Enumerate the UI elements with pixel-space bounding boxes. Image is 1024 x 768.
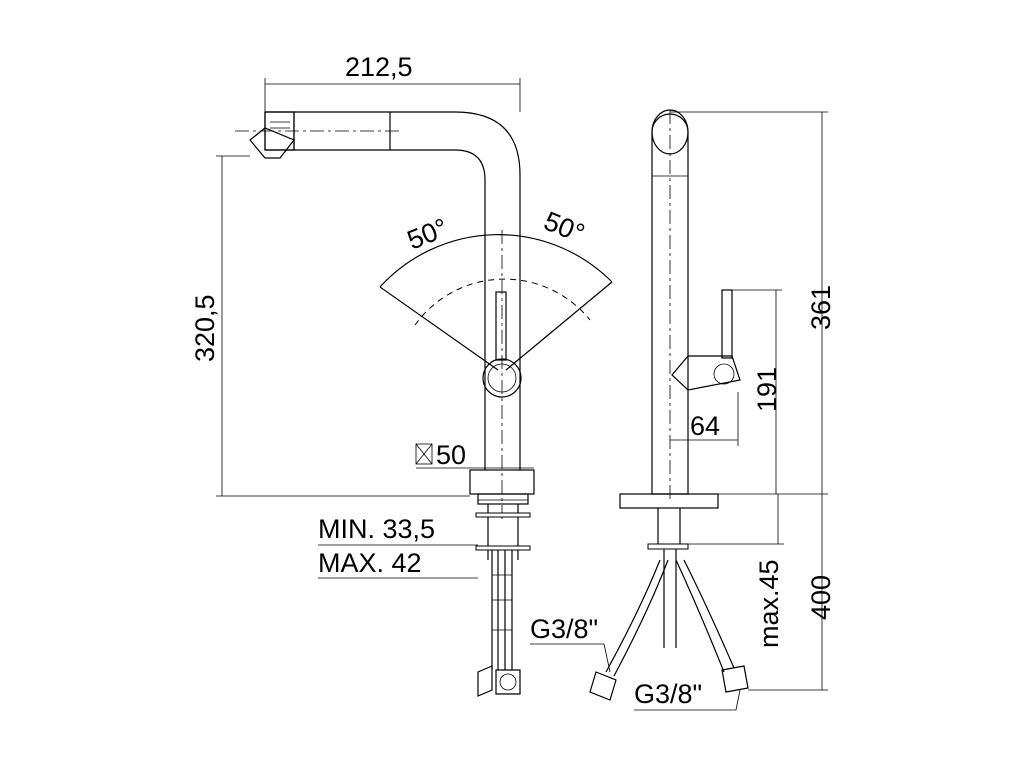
dim-lever-offset: 64 bbox=[670, 392, 739, 446]
dim-lever-height: 191 bbox=[732, 289, 782, 494]
side-view: 361 191 64 max.45 400 bbox=[530, 109, 836, 711]
fixing-max-label: max.45 bbox=[754, 559, 784, 648]
lever-swing-arc bbox=[379, 234, 613, 371]
lever-handle bbox=[482, 291, 522, 398]
lever-height-label: 191 bbox=[752, 367, 782, 412]
connection-right-label: G3/8" bbox=[634, 679, 702, 709]
connection-callouts: G3/8" G3/8" bbox=[530, 614, 741, 711]
side-body bbox=[651, 109, 689, 500]
dim-fixing-max: max.45 bbox=[688, 494, 784, 648]
hose-length-label: 400 bbox=[806, 575, 836, 620]
side-base bbox=[619, 493, 719, 648]
front-fixing bbox=[475, 504, 531, 697]
base-block bbox=[469, 469, 535, 505]
angle-left-label: 50° bbox=[403, 212, 452, 255]
dim-overall-width: 212,5 bbox=[264, 52, 521, 112]
side-hoses bbox=[589, 559, 749, 701]
dim-deck-thickness: MIN. 33,5 MAX. 42 bbox=[318, 514, 478, 579]
dim-spout-height: 320,5 bbox=[190, 155, 470, 497]
spout-height-label: 320,5 bbox=[190, 294, 220, 362]
lever-offset-label: 64 bbox=[690, 411, 720, 441]
spout-arm bbox=[264, 111, 521, 470]
overall-width-label: 212,5 bbox=[345, 52, 413, 82]
square-symbol-icon bbox=[415, 443, 433, 465]
deck-min-label: MIN. 33,5 bbox=[318, 514, 435, 544]
base-square-label: 50 bbox=[436, 440, 466, 470]
front-view: 50 212,5 320,5 50° 50° MIN. 33,5 MAX. 42 bbox=[190, 52, 613, 697]
dim-total-height: 361 bbox=[670, 111, 836, 495]
total-height-label: 361 bbox=[806, 285, 836, 330]
side-lever bbox=[671, 289, 741, 391]
deck-max-label: MAX. 42 bbox=[318, 548, 422, 578]
spout-head bbox=[249, 111, 295, 159]
connection-left-label: G3/8" bbox=[530, 614, 598, 644]
dim-hose-length: 400 bbox=[748, 494, 836, 691]
